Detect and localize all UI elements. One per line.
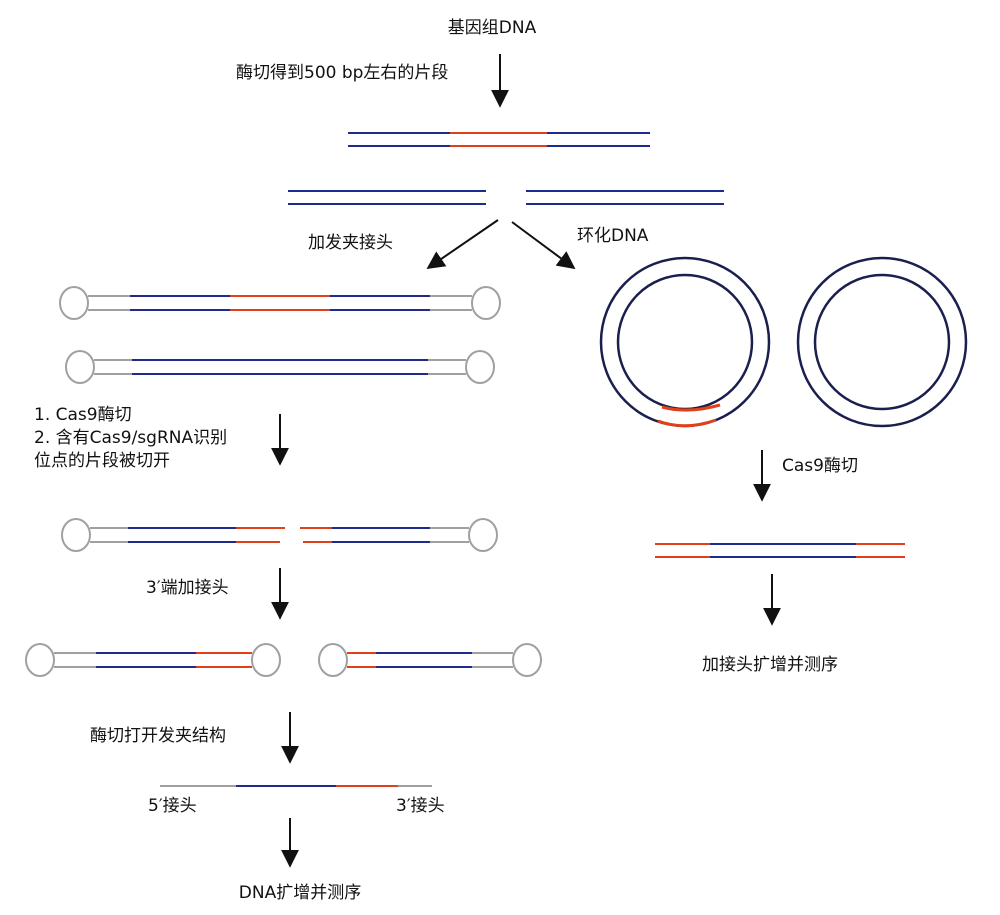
dna-amplify-seq-label: DNA扩增并测序 — [239, 883, 361, 903]
adapter-3prime-label: 3′接头 — [396, 796, 445, 816]
dna-fragment-plain-right — [526, 190, 724, 205]
step2-cont-label: 位点的片段被切开 — [34, 451, 170, 471]
add-hairpin-label: 加发夹接头 — [308, 233, 393, 253]
circular-dna-plain — [796, 256, 968, 428]
genomic-dna-label: 基因组DNA — [448, 18, 537, 38]
step1-label: 1. Cas9酶切 — [34, 405, 132, 425]
circularize-label: 环化DNA — [577, 226, 649, 246]
linearized-fragment — [655, 543, 905, 558]
arrow-branch-left — [426, 219, 499, 270]
adapter-5prime-label: 5′接头 — [148, 796, 197, 816]
circular-dna-with-target — [599, 256, 771, 428]
hairpin-3prime-right — [318, 643, 542, 677]
cas9-digest-label: Cas9酶切 — [782, 456, 858, 476]
digest-label: 酶切得到500 bp左右的片段 — [236, 63, 448, 83]
hairpin-fragment-cut-right — [300, 518, 498, 552]
hairpin-fragment-plain — [65, 350, 495, 384]
step2-label: 2. 含有Cas9/sgRNA识别 — [34, 428, 227, 448]
hairpin-fragment-with-target — [59, 286, 501, 320]
add-adapter-amplify-seq-label: 加接头扩增并测序 — [702, 655, 838, 675]
open-hairpin-label: 酶切打开发夹结构 — [90, 726, 226, 746]
arrow-branch-right — [511, 221, 576, 270]
hairpin-fragment-cut-left — [61, 518, 285, 552]
dna-fragment-with-target — [348, 132, 650, 147]
hairpin-3prime-left — [25, 643, 281, 677]
dna-fragment-plain-left — [288, 190, 486, 205]
add-3prime-adapter-label: 3′端加接头 — [146, 578, 229, 598]
